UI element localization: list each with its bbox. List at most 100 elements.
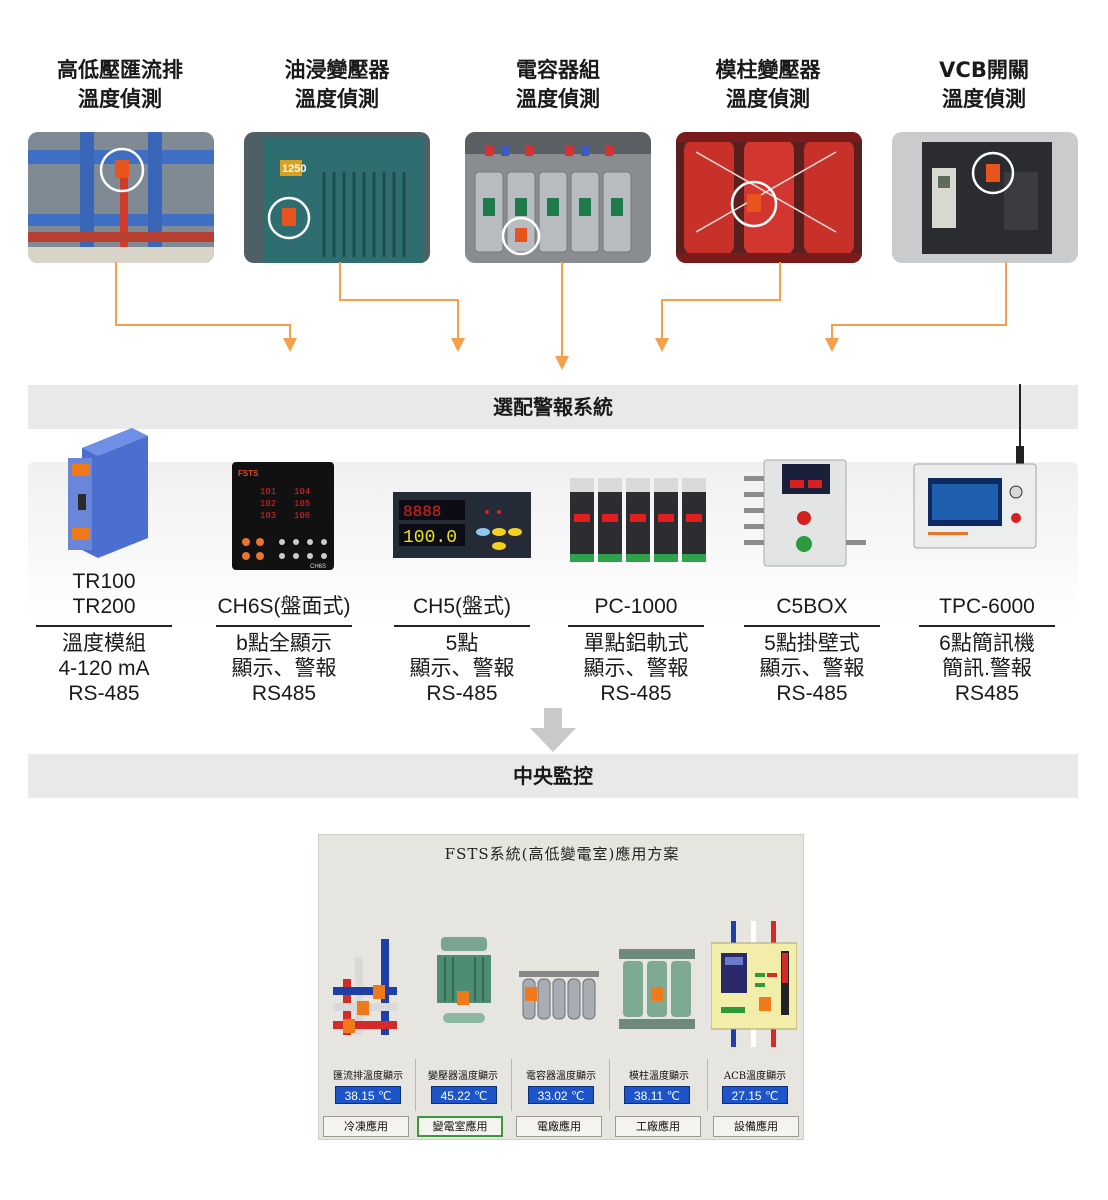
device-desc-line: 5點 <box>445 632 479 655</box>
device-desc-line: 溫度模組 <box>62 632 146 655</box>
svg-text:100.0: 100.0 <box>403 528 457 548</box>
reading-label-cast: 模柱溫度顯示 <box>629 1071 689 1082</box>
scada-screen: FSTS系統(高低變電室)應用方案 <box>318 834 804 1140</box>
device-name-c5box: C5BOX <box>776 595 848 618</box>
source-title-vcb: VCB開關 溫度偵測 <box>884 56 1084 114</box>
ch6s-brand-text: FSTS <box>238 469 259 478</box>
device-desc-line: RS485 <box>954 682 1020 705</box>
device-divider <box>919 625 1055 627</box>
reading-number: 27.15 <box>731 1089 762 1103</box>
device-desc-line: RS-485 <box>600 682 672 705</box>
device-desc-pc1000: 單點鋁軌式 顯示、警報 RS-485 <box>546 631 726 706</box>
down-arrow-icon <box>530 708 576 752</box>
source-title-capacitor: 電容器組 溫度偵測 <box>458 56 658 114</box>
app-button-refrigeration[interactable]: 冷凍應用 <box>323 1116 409 1137</box>
source-title-line2: 溫度偵測 <box>295 87 379 111</box>
source-title-cast-transformer: 模柱變壓器 溫度偵測 <box>668 56 868 114</box>
device-desc-line: RS485 <box>251 682 317 705</box>
device-desc-ch5: 5點 顯示、警報 RS-485 <box>372 631 552 706</box>
connector-arrows <box>115 262 1007 370</box>
source-title-busbar: 高低壓匯流排 溫度偵測 <box>20 56 220 114</box>
app-button-substation[interactable]: 變電室應用 <box>417 1116 503 1137</box>
capacitor-bank-photo <box>465 132 651 263</box>
reading-value-cast: 38.11 ℃ <box>624 1086 690 1104</box>
source-title-oil-transformer: 油浸變壓器 溫度偵測 <box>237 56 437 114</box>
app-button-equipment[interactable]: 設備應用 <box>713 1116 799 1137</box>
source-title-line2: 溫度偵測 <box>726 87 810 111</box>
device-desc-c5box: 5點掛壁式 顯示、警報 RS-485 <box>722 631 902 706</box>
reading-number: 38.11 <box>634 1089 664 1103</box>
device-name-line: TR200 <box>72 595 136 618</box>
source-title-line1: 油浸變壓器 <box>284 58 390 82</box>
reading-number: 38.15 <box>344 1089 375 1103</box>
device-desc-line: 單點鋁軌式 <box>583 632 689 655</box>
svg-text:104: 104 <box>294 487 310 497</box>
reading-value-acb: 27.15 ℃ <box>722 1086 788 1104</box>
device-desc-line: 6點簡訊機 <box>939 632 1035 655</box>
reading-unit: ℃ <box>377 1089 392 1103</box>
svg-text:103: 103 <box>260 511 276 521</box>
source-title-line2: 溫度偵測 <box>942 87 1026 111</box>
source-title-line1: 電容器組 <box>516 58 600 82</box>
oil-transformer-photo: 1250 <box>244 132 430 263</box>
scada-title: FSTS系統(高低變電室)應用方案 <box>444 845 680 863</box>
device-divider <box>568 625 704 627</box>
device-desc-line: 5點掛壁式 <box>764 632 860 655</box>
device-desc-tr100: 溫度模組 4-120 mA RS-485 <box>14 631 194 706</box>
device-name-ch5: CH5(盤式) <box>413 595 511 618</box>
reading-value-busbar: 38.15 ℃ <box>335 1086 401 1104</box>
device-desc-line: 4-120 mA <box>58 657 150 680</box>
ch6s-model-text: CH6S <box>310 564 326 570</box>
reading-unit: ℃ <box>570 1089 585 1103</box>
device-name-tr100: TR100 TR200 <box>14 569 194 619</box>
transformer-graphic <box>437 937 491 1023</box>
app-button-power-plant[interactable]: 電廠應用 <box>516 1116 602 1137</box>
device-desc-line: RS-485 <box>68 682 140 705</box>
device-desc-ch6s: b點全顯示 顯示、警報 RS485 <box>194 631 374 706</box>
device-desc-line: 顯示、警報 <box>409 657 515 680</box>
reading-label-capacitor: 電容器溫度顯示 <box>526 1071 596 1082</box>
vcb-switch-photo <box>892 132 1078 263</box>
reading-unit: ℃ <box>666 1089 680 1103</box>
source-title-line2: 溫度偵測 <box>78 87 162 111</box>
device-desc-line: 顯示、警報 <box>759 657 865 680</box>
device-name-pc1000: PC-1000 <box>594 595 678 618</box>
cast-resin-transformer-photo <box>676 132 862 263</box>
device-desc-line: 顯示、警報 <box>583 657 689 680</box>
scada-separator <box>511 1059 512 1111</box>
reading-value-transformer: 45.22 ℃ <box>431 1086 497 1104</box>
reading-label-transformer: 變壓器溫度顯示 <box>428 1071 498 1082</box>
device-desc-tpc6000: 6點簡訊機 簡訊.警報 RS485 <box>897 631 1077 706</box>
device-divider <box>394 625 530 627</box>
cast-transformer-graphic <box>619 949 695 1029</box>
device-desc-line: RS-485 <box>776 682 848 705</box>
device-name-ch6s: CH6S(盤面式) <box>217 595 351 618</box>
reading-label-acb: ACB溫度顯示 <box>723 1071 787 1082</box>
device-desc-line: b點全顯示 <box>236 632 332 655</box>
svg-text:8888: 8888 <box>403 503 441 521</box>
app-button-factory[interactable]: 工廠應用 <box>615 1116 701 1137</box>
scada-separator <box>707 1059 708 1111</box>
capacitor-graphic <box>519 971 599 1020</box>
svg-text:102: 102 <box>260 499 276 509</box>
source-title-line2: 溫度偵測 <box>516 87 600 111</box>
svg-text:106: 106 <box>294 511 310 521</box>
tpc6000-image <box>910 382 1038 570</box>
source-title-line1: VCB開關 <box>939 58 1029 82</box>
device-name-line: TR100 <box>72 570 136 593</box>
reading-number: 45.22 <box>440 1089 471 1103</box>
scada-separator <box>609 1059 610 1111</box>
busbar-photo <box>28 132 214 263</box>
transformer-rating-text: 1250 <box>282 163 306 175</box>
tr100-module-image <box>62 428 150 562</box>
acb-graphic <box>711 921 797 1047</box>
source-title-line1: 模柱變壓器 <box>715 58 821 82</box>
device-name-tpc6000: TPC-6000 <box>939 595 1035 618</box>
device-desc-line: RS-485 <box>426 682 498 705</box>
reading-unit: ℃ <box>764 1089 779 1103</box>
reading-unit: ℃ <box>473 1089 488 1103</box>
device-desc-line: 簡訊.警報 <box>942 657 1032 680</box>
c5box-image <box>742 458 868 572</box>
device-desc-line: 顯示、警報 <box>231 657 337 680</box>
